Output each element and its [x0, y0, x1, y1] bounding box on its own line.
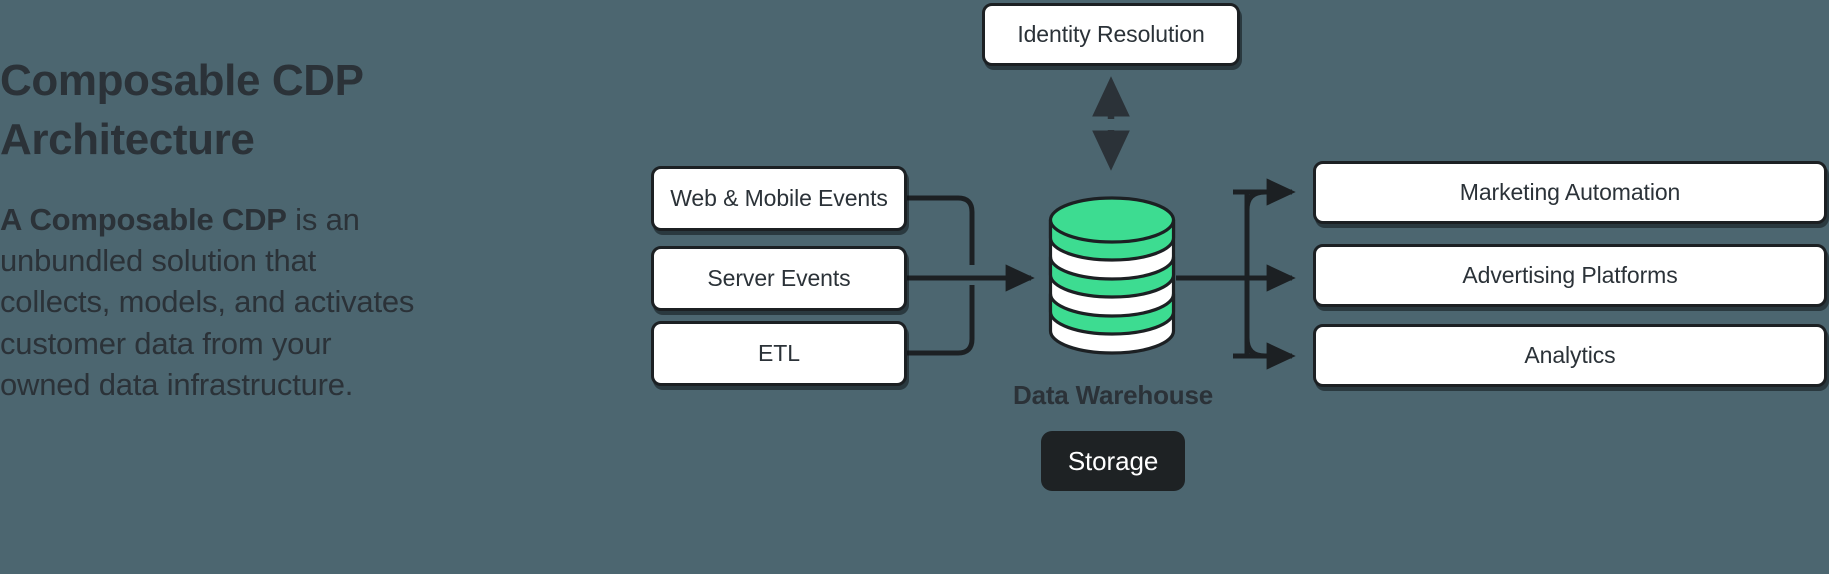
- node-label: Server Events: [707, 265, 851, 291]
- intro-lead: A Composable CDP: [0, 202, 287, 238]
- identity-resolution-node[interactable]: Identity Resolution: [982, 3, 1240, 66]
- node-label: ETL: [758, 340, 800, 366]
- data-warehouse-cylinder-icon: [1048, 196, 1176, 355]
- node-label: Marketing Automation: [1459, 179, 1681, 205]
- node-label: Advertising Platforms: [1462, 262, 1678, 288]
- source-node-server-events[interactable]: Server Events: [651, 246, 907, 311]
- node-label: Identity Resolution: [1017, 21, 1205, 47]
- node-label: Analytics: [1524, 342, 1616, 368]
- source-node-web-mobile-events[interactable]: Web & Mobile Events: [651, 166, 907, 231]
- storage-badge-label: Storage: [1067, 445, 1159, 476]
- page-title: Composable CDP Architecture: [0, 56, 364, 164]
- node-label: Web & Mobile Events: [670, 185, 888, 211]
- destination-node-advertising-platforms[interactable]: Advertising Platforms: [1313, 244, 1827, 307]
- intro-block: Composable CDP Architecture A Composable…: [0, 52, 430, 405]
- source-node-etl[interactable]: ETL: [651, 321, 907, 386]
- intro-paragraph: A Composable CDP is an unbundled solutio…: [0, 169, 430, 405]
- destination-node-marketing-automation[interactable]: Marketing Automation: [1313, 161, 1827, 224]
- intro-body: is an unbundled solution that collects, …: [0, 202, 415, 402]
- data-warehouse-label: Data Warehouse: [1013, 380, 1213, 410]
- storage-badge[interactable]: Storage: [1041, 431, 1185, 491]
- destination-node-analytics[interactable]: Analytics: [1313, 324, 1827, 387]
